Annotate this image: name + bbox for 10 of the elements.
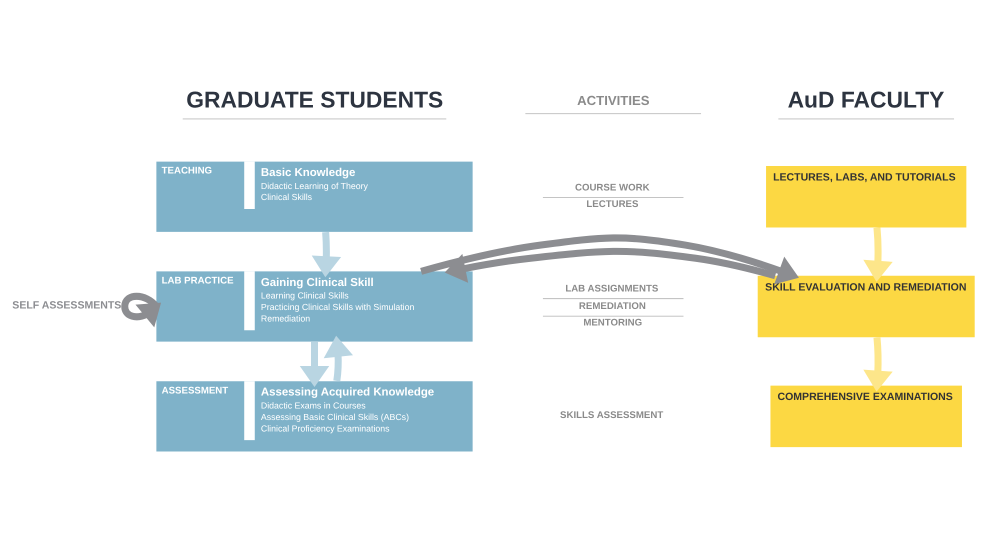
label: LECTURES bbox=[586, 199, 638, 210]
label: AuD FACULTY bbox=[788, 86, 944, 112]
label: REMEDIATION bbox=[578, 300, 646, 312]
edge-label: SELF ASSESSMENTS bbox=[12, 299, 122, 312]
label: MENTORING bbox=[583, 318, 642, 329]
label: GRADUATE STUDENTS bbox=[186, 86, 444, 112]
label: ACTIVITIES bbox=[577, 92, 650, 108]
label: COURSE WORK bbox=[574, 182, 650, 194]
label: SKILLS ASSESSMENT bbox=[560, 410, 664, 421]
label: LAB ASSIGNMENTS bbox=[565, 283, 658, 294]
